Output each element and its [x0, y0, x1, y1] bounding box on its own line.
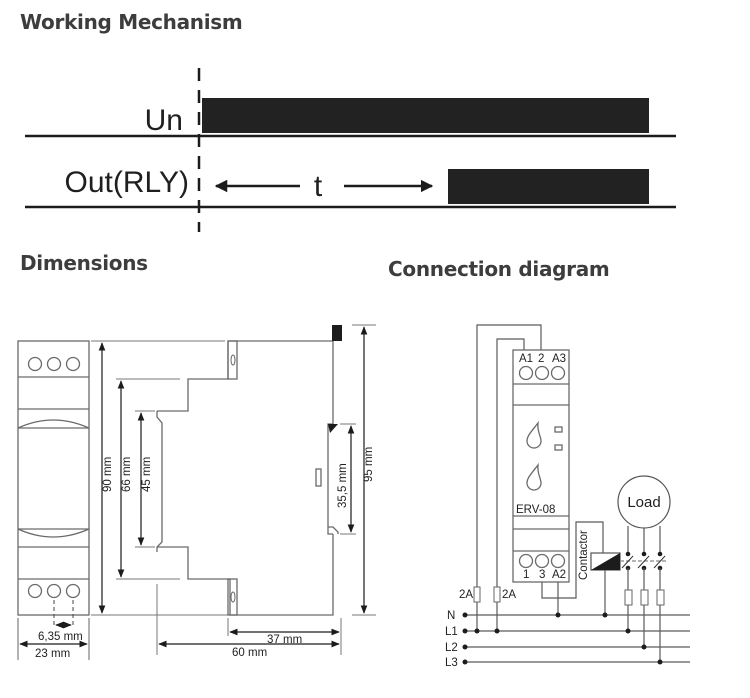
dim-height-45: 45 mm	[141, 457, 153, 492]
din-latch-top	[332, 325, 342, 341]
led-indicator	[554, 444, 563, 451]
timing-diagram: Un Out(RLY) t	[25, 68, 676, 232]
front-view: 6,35 mm 23 mm	[17, 340, 90, 660]
height-dimensions: 90 mm 66 mm 45 mm	[91, 340, 230, 616]
dim-terminal-pitch: 6,35 mm	[38, 631, 83, 643]
terminal-label-a1: A1	[519, 353, 533, 365]
knob-icon	[526, 420, 542, 449]
terminal-label-a3: A3	[552, 353, 566, 365]
terminal-circle	[46, 583, 62, 599]
terminal-circle	[65, 356, 81, 372]
dimensions-heading: Dimensions	[20, 251, 148, 275]
terminal-circle	[27, 583, 43, 599]
load-label: Load	[627, 494, 660, 511]
terminal-circle	[65, 583, 81, 599]
device-model: ERV-08	[516, 504, 555, 516]
fuse-icon	[473, 586, 481, 603]
side-view: 35,5 mm 95 mm 37 mm 60 mm	[156, 324, 376, 659]
out-label: Out(RLY)	[65, 166, 189, 199]
fuse-icon	[640, 589, 649, 606]
front-view-body	[17, 340, 90, 616]
label-l3: L3	[445, 657, 458, 669]
terminal-label-a2: A2	[552, 569, 566, 581]
working-mechanism-heading: Working Mechanism	[20, 10, 243, 34]
label-l1: L1	[445, 626, 458, 638]
dim-depth-total: 60 mm	[232, 647, 267, 659]
knob-icon	[526, 462, 542, 491]
delay-label: t	[314, 170, 323, 203]
label-n: N	[447, 610, 455, 622]
un-signal-bar	[202, 98, 649, 133]
relay-device	[512, 349, 570, 583]
dim-rail: 35,5 mm	[337, 463, 349, 508]
led-indicator	[554, 426, 563, 433]
fuse-icon	[624, 589, 633, 606]
fuse-icon	[656, 589, 665, 606]
terminal-circle	[27, 356, 43, 372]
side-view-outline	[156, 340, 334, 616]
un-label: Un	[145, 104, 183, 137]
connection-diagram: N L1 L2 L3 2A 2A A1 2 A3 ER	[445, 324, 690, 669]
out-signal-bar	[448, 169, 649, 204]
dim-width: 23 mm	[35, 648, 70, 660]
terminal-label-3: 3	[539, 569, 545, 581]
terminal-circle	[46, 356, 62, 372]
terminal-label-1: 1	[523, 569, 529, 581]
contactor-label: Contactor	[578, 530, 590, 580]
din-latch-wedge	[328, 424, 338, 433]
fuse-label: 2A	[459, 589, 473, 601]
fuse-label: 2A	[502, 589, 516, 601]
dim-height-90: 90 mm	[102, 457, 114, 492]
dim-height-66: 66 mm	[121, 457, 133, 492]
dim-total-height: 95 mm	[363, 447, 375, 482]
label-l2: L2	[445, 642, 458, 654]
connection-diagram-heading: Connection diagram	[388, 257, 610, 281]
terminal-label-2: 2	[538, 353, 544, 365]
fuse-icon	[493, 586, 501, 603]
